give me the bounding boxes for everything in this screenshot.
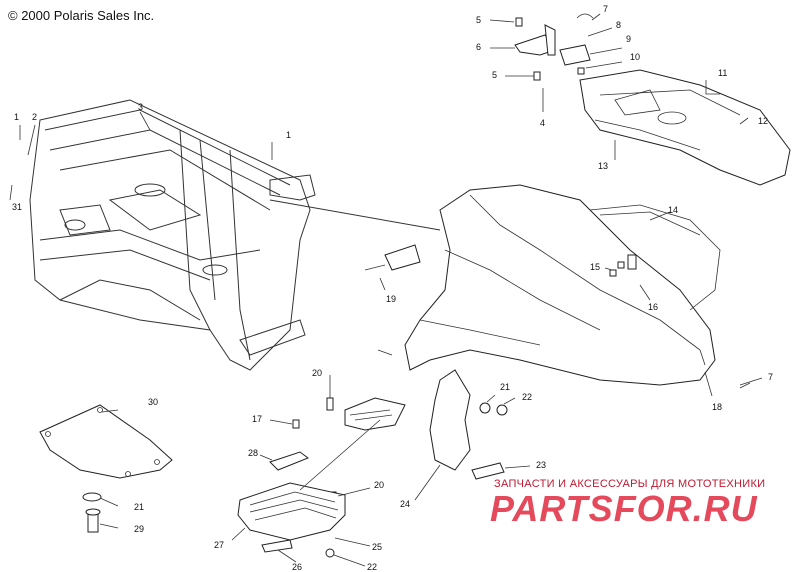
rear-fender [579,69,791,186]
callout-18: 18 [712,402,722,412]
callout-22: 22 [367,562,377,572]
callout-2: 2 [32,112,37,122]
leader-lines [9,13,763,567]
callout-1: 1 [286,130,291,140]
callout-7: 7 [768,372,773,382]
callout-23: 23 [536,460,546,470]
callout-27: 27 [214,540,224,550]
callout-5: 5 [476,15,481,25]
callout-22: 22 [522,392,532,402]
callout-28: 28 [248,448,258,458]
callout-17: 17 [252,414,262,424]
callout-labels: 5 7 8 6 9 10 5 11 4 12 13 3 1 2 1 31 14 … [12,4,773,572]
callout-9: 9 [626,34,631,44]
callout-20: 20 [374,480,384,490]
callout-29: 29 [134,524,144,534]
callout-13: 13 [598,161,608,171]
callout-21: 21 [134,502,144,512]
callout-5: 5 [492,70,497,80]
front-fender [404,184,721,386]
frame-assembly [29,99,441,371]
callout-8: 8 [616,20,621,30]
callout-24: 24 [400,499,410,509]
callout-26: 26 [292,562,302,572]
callout-4: 4 [540,118,545,128]
callout-15: 15 [590,262,600,272]
small-hardware [39,244,751,558]
callout-25: 25 [372,542,382,552]
callout-30: 30 [148,397,158,407]
callout-21: 21 [500,382,510,392]
callout-16: 16 [648,302,658,312]
callout-1: 1 [14,112,19,122]
callout-20: 20 [312,368,322,378]
callout-3: 3 [138,102,143,112]
watermark-subtitle: ЗАПЧАСТИ И АКСЕССУАРЫ ДЛЯ МОТОТЕХНИКИ [494,478,766,490]
callout-7: 7 [603,4,608,14]
callout-6: 6 [476,42,481,52]
callout-19: 19 [386,294,396,304]
watermark-brand: PARTSFOR.RU [490,488,758,529]
copyright-text: © 2000 Polaris Sales Inc. [8,8,155,23]
callout-12: 12 [758,116,768,126]
callout-14: 14 [668,205,678,215]
fender-bracket [514,13,594,81]
callout-31: 31 [12,202,22,212]
callout-11: 11 [718,68,727,78]
callout-10: 10 [630,52,640,62]
